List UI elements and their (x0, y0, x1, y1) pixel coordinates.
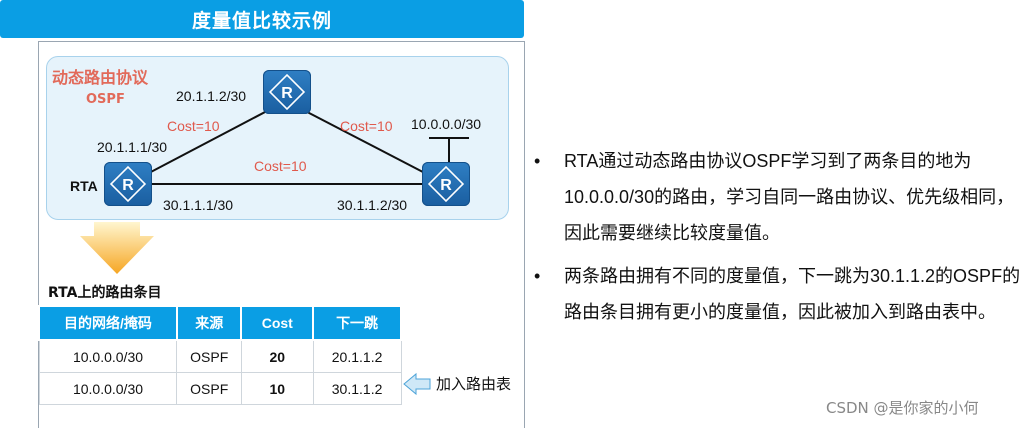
table-row: 10.0.0.0/30 OSPF 20 20.1.1.2 (38, 340, 402, 373)
link-top-right (285, 100, 447, 185)
bullet-text: 两条路由拥有不同的度量值，下一跳为30.1.1.2的OSPF的路由条目拥有更小的… (564, 266, 1021, 322)
routing-table: 目的网络/掩码 来源 Cost 下一跳 10.0.0.0/30 OSPF 20 … (38, 305, 402, 405)
protocol-label: 动态路由协议 (52, 68, 149, 87)
protocol-name: OSPF (86, 92, 125, 107)
cell-next-hop: 20.1.1.2 (313, 340, 402, 373)
col-header-source: 来源 (175, 305, 243, 341)
slide-title: 度量值比较示例 (0, 0, 524, 38)
cost-left-link: Cost=10 (167, 118, 220, 134)
col-header-next-hop: 下一跳 (312, 305, 402, 341)
left-arrow-icon (403, 372, 431, 396)
cost-right-link: Cost=10 (340, 118, 393, 134)
cell-cost: 10 (241, 372, 314, 405)
link-rta-top (127, 100, 287, 185)
routing-table-title: RTA上的路由条目 (48, 285, 162, 301)
watermark: CSDN @是你家的小何 (826, 399, 979, 417)
bullet-text: RTA通过动态路由协议OSPF学习到了两条目的地为10.0.0.0/30的路由，… (564, 151, 1015, 243)
cell-next-hop: 30.1.1.2 (313, 372, 402, 405)
router-icon (109, 165, 147, 203)
cell-source: OSPF (176, 372, 242, 405)
addr-top-router: 20.1.1.2/30 (176, 88, 247, 104)
list-item: • 两条路由拥有不同的度量值，下一跳为30.1.1.2的OSPF的路由条目拥有更… (534, 258, 1024, 330)
col-header-cost: Cost (240, 305, 315, 341)
rta-label: RTA (70, 178, 98, 194)
cell-destination: 10.0.0.0/30 (38, 340, 178, 373)
addr-rta-upper: 20.1.1.1/30 (97, 139, 168, 155)
cell-cost: 20 (241, 340, 314, 373)
router-glyph-right: R (440, 177, 452, 194)
cell-source: OSPF (176, 340, 242, 373)
explanation-list: • RTA通过动态路由协议OSPF学习到了两条目的地为10.0.0.0/30的路… (534, 143, 1024, 330)
col-header-destination: 目的网络/掩码 (38, 305, 178, 341)
cost-bottom-link: Cost=10 (254, 158, 307, 174)
router-glyph-top: R (281, 85, 293, 102)
down-arrow-icon (80, 222, 154, 274)
diagram-panel (38, 41, 525, 428)
router-icon (268, 73, 306, 111)
cell-destination: 10.0.0.0/30 (38, 372, 178, 405)
bullet-icon: • (534, 151, 541, 171)
router-icon (427, 165, 465, 203)
add-to-table-label: 加入路由表 (436, 375, 512, 393)
addr-destination: 10.0.0.0/30 (411, 116, 482, 132)
addr-rta-lower: 30.1.1.1/30 (163, 197, 234, 213)
bullet-icon: • (534, 266, 541, 286)
table-row: 10.0.0.0/30 OSPF 10 30.1.1.2 (38, 372, 402, 405)
router-glyph-rta: R (122, 177, 134, 194)
addr-right-lower: 30.1.1.2/30 (337, 197, 408, 213)
list-item: • RTA通过动态路由协议OSPF学习到了两条目的地为10.0.0.0/30的路… (534, 143, 1024, 251)
